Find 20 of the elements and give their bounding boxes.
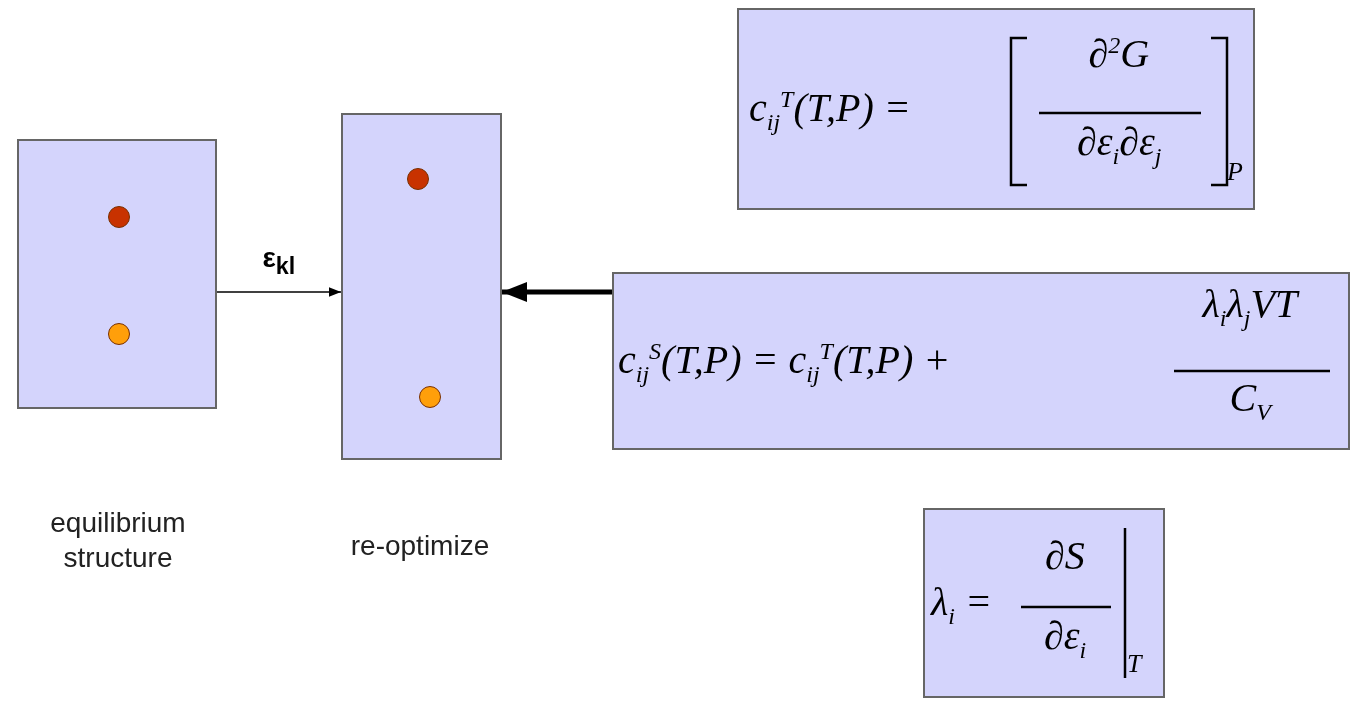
equation-box [737,8,1255,210]
subscript: P [1227,158,1243,187]
numerator: λ$_{i}$λ$_{j}$VT [1202,282,1298,332]
equation-box [612,272,1350,450]
numerator: ∂$^{2}$G [1088,32,1150,77]
structure-panel [341,113,502,460]
denominator: ∂ε$_{i}$∂ε$_{j}$ [1077,120,1162,170]
arrow [502,282,612,302]
equation-box [923,508,1165,698]
numerator: ∂S [1045,534,1085,578]
structure-panel [17,139,217,409]
equation-text: c$_{ij}$$^{T}$(T,P) = [749,86,911,136]
denominator: C$_{V}$ [1229,376,1271,426]
subscript: T [1127,650,1142,679]
equation-text: λ$_{i}$ = [931,580,992,630]
denominator: ∂ε$_{i}$ [1044,614,1087,664]
caption-text: re-optimize [349,529,491,563]
arrow [216,287,342,297]
equation-text: c$_{ij}$$^{S}$(T,P) = c$_{ij}$$^{T}$(T,P) + [618,338,951,388]
caption-text: equilibrium structure [49,506,187,575]
